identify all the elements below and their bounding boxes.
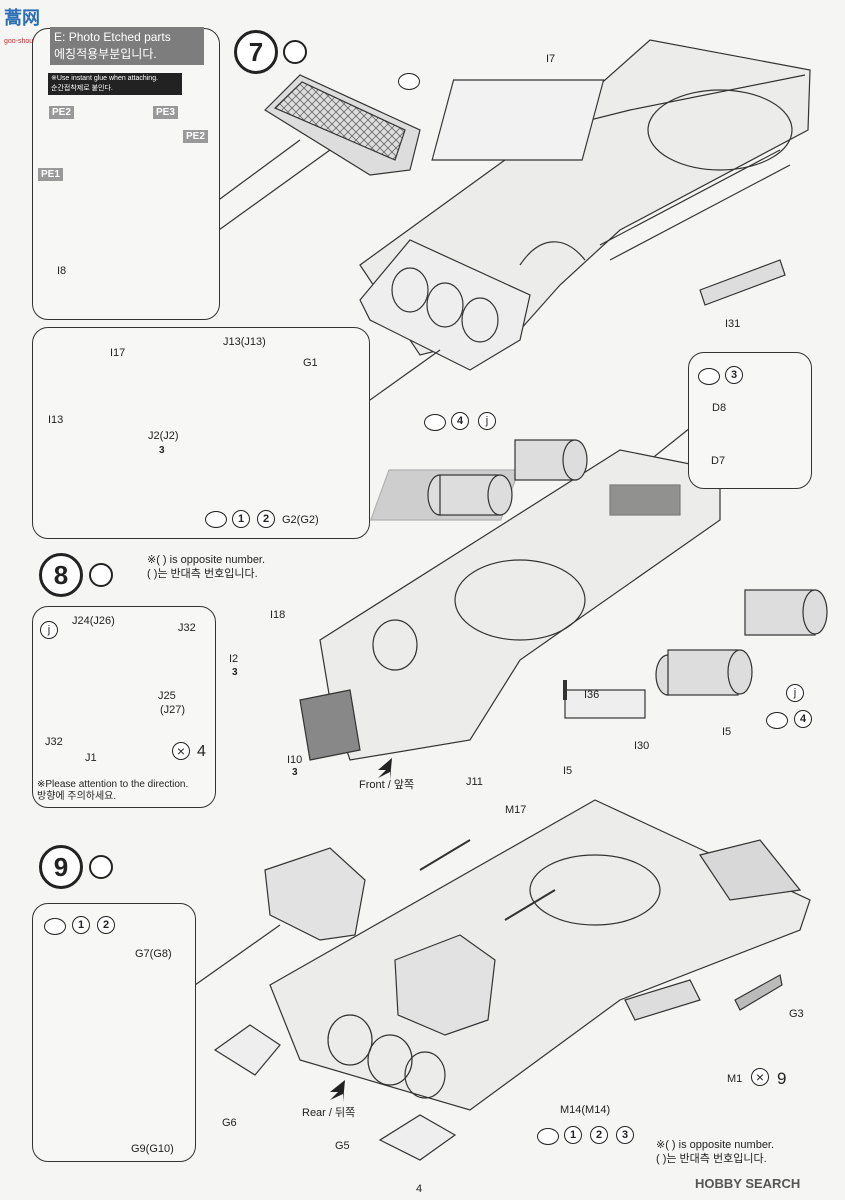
part-label-i17: I17 (110, 347, 126, 359)
cement-icon-subbox (205, 511, 227, 528)
part-label-g2: G2(G2) (282, 514, 319, 526)
pe-tag-pe2-right: PE2 (183, 130, 208, 143)
part-label-i8: I8 (57, 265, 67, 277)
circle-step-2-box9: 2 (97, 916, 115, 934)
pe-note-en: ※Use instant glue when attaching. (51, 75, 159, 82)
multiplier-j: 4 (197, 743, 206, 760)
pe-note-ko: 순간접착제로 붙인다. (51, 85, 113, 92)
part-label-i30: I30 (634, 740, 650, 752)
opposite-note-en: ※( ) is opposite number. (147, 554, 266, 566)
j2-badge: 3 (159, 445, 165, 456)
rear-direction-label: Rear / 뒤쪽 (302, 1107, 356, 1119)
step-9-number: 9 (39, 845, 83, 889)
circle-step-4-rear: 4 (794, 710, 812, 728)
part-label-i10: I10 (287, 754, 303, 766)
part-label-i31: I31 (725, 318, 741, 330)
direction-note-en: ※Please attention to the direction. (37, 779, 189, 790)
part-label-j1: J1 (85, 752, 97, 764)
pe-tag-pe3: PE3 (153, 106, 178, 119)
part-label-g1: G1 (303, 357, 318, 369)
pe-title-en: Photo Etched parts (68, 30, 171, 44)
part-label-j32-bottom: J32 (45, 736, 63, 748)
rear-hatch-subassembly-box (32, 327, 370, 539)
part-label-i2: I2 (229, 653, 239, 665)
pe-title: E: Photo Etched parts 에칭적용부분입니다. (50, 27, 204, 65)
circle-step-1: 1 (232, 510, 250, 528)
glue-icon-step8 (89, 563, 113, 587)
part-label-m17: M17 (505, 804, 527, 816)
j-tag-box: j (40, 621, 58, 639)
part-label-j24: J24(J26) (72, 615, 115, 627)
glue-icon-step7 (283, 40, 307, 64)
multiply-icon-m1: × (751, 1068, 769, 1086)
part-label-i13: I13 (48, 414, 64, 426)
part-label-g6: G6 (222, 1117, 237, 1129)
opposite-number-note-step8: ※( ) is opposite number. ( )는 반대측 번호입니다. (147, 553, 265, 581)
part-label-i36: I36 (584, 689, 600, 701)
front-arrow (378, 758, 392, 780)
cement-icon-step9 (537, 1128, 559, 1145)
cement-icon-top (398, 73, 420, 90)
circle-step-4-top: 4 (451, 412, 469, 430)
part-label-d8: D8 (712, 402, 727, 414)
j-tag-rear: j (786, 684, 804, 702)
part-label-m1: M1 (727, 1073, 743, 1085)
part-label-g9: G9(G10) (131, 1143, 174, 1155)
part-label-i5-right: I5 (722, 726, 732, 738)
part-label-i5-left: I5 (563, 765, 573, 777)
pe-title-prefix: E: (54, 30, 66, 44)
site-logo: 蒿网 goo-shou.com (4, 4, 48, 48)
i2-badge: 3 (232, 667, 238, 678)
opposite-note-ko: ( )는 반대측 번호입니다. (147, 568, 258, 580)
circle-step-1-9: 1 (564, 1126, 582, 1144)
circle-step-2-9: 2 (590, 1126, 608, 1144)
part-label-i18: I18 (270, 609, 286, 621)
cement-icon-step9-box (44, 918, 66, 935)
step-8-number: 8 (39, 553, 83, 597)
part-label-g5: G5 (335, 1140, 350, 1152)
part-label-j13: J13(J13) (223, 336, 266, 348)
hobby-search-watermark: HOBBY SEARCH (695, 1176, 801, 1191)
part-label-j27: (J27) (160, 704, 186, 716)
circle-step-3-dbox: 3 (725, 366, 743, 384)
opposite-note-ko-9: ( )는 반대측 번호입니다. (656, 1153, 767, 1165)
part-label-i7: I7 (546, 53, 556, 65)
part-label-j32-top: J32 (178, 622, 196, 634)
j-tag-top: j (478, 412, 496, 430)
glue-icon-step9 (89, 855, 113, 879)
part-label-d7: D7 (711, 455, 726, 467)
stowage-box-subassembly (32, 903, 196, 1162)
fuel-drum-subassembly-box (32, 606, 216, 808)
cement-icon-drums-top (424, 414, 446, 431)
page-number: 4 (416, 1183, 423, 1195)
multiplier-m1: 9 (777, 1069, 787, 1088)
rear-arrow (330, 1080, 345, 1102)
direction-note-ko: 방향에 주의하세요. (37, 791, 117, 802)
pe-title-ko: 에칭적용부분입니다. (54, 47, 157, 61)
part-label-j25: J25 (158, 690, 176, 702)
circle-step-1-box9: 1 (72, 916, 90, 934)
pe-tag-pe2-left: PE2 (49, 106, 74, 119)
part-label-j2: J2(J2) (148, 430, 179, 442)
part-label-g7: G7(G8) (135, 948, 172, 960)
part-label-g3: G3 (789, 1008, 804, 1020)
circle-step-3-9: 3 (616, 1126, 634, 1144)
opposite-note-en-9: ※( ) is opposite number. (656, 1139, 775, 1151)
part-label-j11: J11 (466, 776, 483, 788)
circle-step-2: 2 (257, 510, 275, 528)
logo-subtext: goo-shou.com (4, 38, 49, 45)
pe-tag-pe1: PE1 (38, 168, 63, 181)
part-label-m14: M14(M14) (560, 1104, 611, 1116)
cement-icon-dbox (698, 368, 720, 385)
front-direction-label: Front / 앞쪽 (359, 779, 415, 791)
step-7-number: 7 (234, 30, 278, 74)
multiply-icon-j: × (172, 742, 190, 760)
direction-note: ※Please attention to the direction. 방향에 … (37, 779, 188, 803)
opposite-number-note-step9: ※( ) is opposite number. ( )는 반대측 번호입니다. (656, 1138, 774, 1166)
pe-glue-note: ※Use instant glue when attaching. 순간접착제로… (48, 73, 182, 95)
cement-icon-drums-rear (766, 712, 788, 729)
i10-badge: 3 (292, 767, 298, 778)
logo-text: 蒿网 (4, 8, 40, 29)
